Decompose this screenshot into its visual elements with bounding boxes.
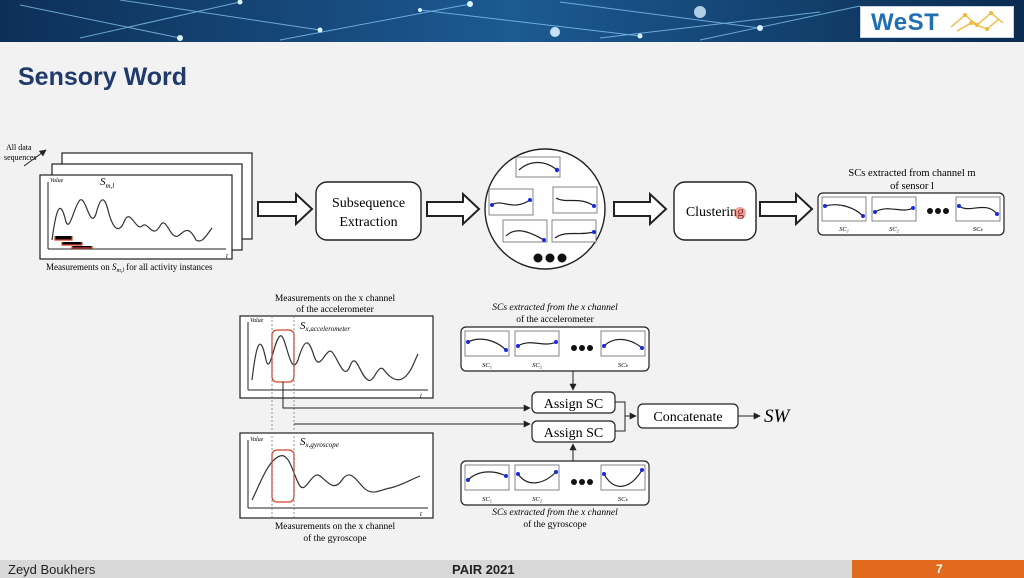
- header-banner: WeST: [0, 0, 1024, 42]
- sc-label: SC₁: [482, 496, 492, 503]
- all-data-label: sequences: [4, 153, 36, 162]
- sc-label: SCₖ: [973, 226, 984, 233]
- sc-thumbnail: [821, 196, 867, 222]
- assign-sc-label-1: Assign SC: [544, 397, 604, 412]
- page-number: 7: [936, 562, 943, 576]
- network-banner-image: [0, 0, 1024, 42]
- front-sequence-card: [39, 174, 233, 260]
- sc-gyroscope-title-line2: of the gyroscope: [523, 519, 586, 530]
- value-axis-label: Value: [50, 178, 64, 184]
- sc-thumbnail: [955, 196, 1001, 222]
- scs-title-line2: of sensor l: [890, 181, 934, 192]
- page-number-badge: 7: [852, 560, 1024, 578]
- subsequence-label-line2: Extraction: [339, 215, 397, 230]
- slide-footer: Zeyd Boukhers PAIR 2021 7: [0, 560, 1024, 578]
- assign-sc-label-2: Assign SC: [544, 426, 604, 441]
- all-data-stack: [39, 152, 253, 260]
- sc-gyroscope-title-line1: SCs extracted from the x channel: [492, 507, 618, 518]
- time-axis-label: t: [420, 510, 423, 518]
- assign2-to-concat-arrow: [615, 416, 626, 432]
- subsequence-brackets: [54, 236, 93, 249]
- sc-label: SC₂: [889, 226, 900, 233]
- accelerometer-title-line2: of the accelerometer: [296, 304, 374, 315]
- sc-label: SC₂: [532, 496, 543, 503]
- scs-title-line1: SCs extracted from channel m: [848, 168, 975, 179]
- west-logo: WeST: [860, 6, 1014, 38]
- top-sc-group: SC₁ SC₂ SCₖ: [817, 192, 1005, 236]
- assign1-to-concat-arrow: [615, 401, 637, 420]
- sc-label: SC₁: [482, 362, 492, 369]
- sc-label: SC₂: [532, 362, 543, 369]
- sensory-word-output: SW: [764, 406, 792, 427]
- accelerometer-series-label: Sx,accelerometer: [300, 320, 350, 333]
- sc-label: SC₁: [839, 226, 849, 233]
- sequence-curve: [51, 199, 213, 242]
- time-axis-label: t: [420, 392, 423, 400]
- all-data-label: All data: [6, 143, 32, 152]
- flow-arrow-2: [426, 191, 481, 227]
- concatenate-label: Concatenate: [653, 410, 722, 425]
- sc-accelerometer-title-line2: of the accelerometer: [516, 314, 594, 325]
- measurements-caption: Measurements on Sm,l for all activity in…: [46, 262, 213, 274]
- gyroscope-caption-line2: of the gyroscope: [303, 533, 366, 544]
- subsequence-label-line1: Subsequence: [332, 196, 405, 211]
- footer-author: Zeyd Boukhers: [8, 562, 96, 577]
- gyroscope-caption-line1: Measurements on the x channel: [275, 522, 396, 532]
- clustering-label: Clustering: [686, 205, 744, 220]
- window-guides: [271, 316, 295, 518]
- accelerometer-sc-group: SC₁ SC₂ SCₖ: [460, 326, 650, 372]
- value-axis-label: Value: [250, 318, 264, 324]
- cursor-pointer-icon: [734, 207, 746, 219]
- subsequence-extraction-box: [315, 181, 422, 241]
- clustering-box: [673, 181, 757, 241]
- logo-text: WeST: [871, 9, 940, 36]
- sc-accelerometer-title-line1: SCs extracted from the x channel: [492, 302, 618, 313]
- sc-label: SCₖ: [618, 496, 629, 503]
- footer-venue: PAIR 2021: [452, 562, 515, 577]
- gyroscope-series-label: Sx,gyroscope: [300, 436, 339, 449]
- time-axis-label: t: [226, 252, 229, 260]
- all-data-arrow: [23, 149, 47, 167]
- sensory-word-diagram: All data sequences Value t Sm,l Measurem…: [4, 143, 1005, 544]
- series-label: Sm,l: [100, 176, 114, 190]
- accelerometer-title-line1: Measurements on the x channel: [275, 294, 396, 304]
- subsequences-pool: [484, 148, 606, 270]
- logo-network-graphic: [950, 11, 1004, 32]
- gyroscope-sc-group: SC₁ SC₂ SCₖ: [460, 460, 650, 506]
- flow-arrow-4: [759, 191, 814, 227]
- slide-title: Sensory Word: [18, 63, 188, 91]
- sc-label: SCₖ: [618, 362, 629, 369]
- gyroscope-plot: [239, 432, 434, 519]
- flow-arrow-3: [613, 191, 668, 227]
- accelerometer-connector: [282, 382, 531, 412]
- flow-arrow-1: [257, 191, 314, 227]
- value-axis-label: Value: [250, 437, 264, 443]
